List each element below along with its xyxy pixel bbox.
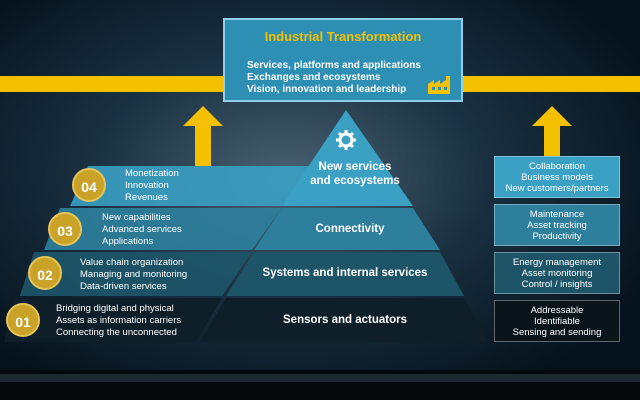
right-box-01: Addressable Identifiable Sensing and sen…: [494, 300, 620, 342]
bottom-line: [0, 374, 640, 382]
right-box-02: Energy management Asset monitoring Contr…: [494, 252, 620, 294]
factory-icon: [428, 76, 450, 94]
top-title: Industrial Transformation: [264, 29, 422, 44]
band-02-shape: [20, 252, 252, 296]
list-item: Monetization: [125, 168, 179, 179]
band-04-shape: [70, 166, 310, 206]
level-04-items: Monetization Innovation Revenues: [125, 168, 179, 204]
list-item: New capabilities: [102, 212, 171, 223]
top-line: Vision, innovation and leadership: [247, 84, 407, 95]
list-item: Advanced services: [102, 224, 182, 235]
list-item: New customers/partners: [505, 183, 609, 194]
level-03-items: New capabilities Advanced services Appli…: [102, 212, 182, 248]
band-03-shape: [44, 208, 282, 250]
list-item: Asset tracking: [527, 220, 587, 231]
list-item: Identifiable: [534, 316, 580, 327]
layer-label-03: Connectivity: [315, 223, 385, 235]
list-item: Data-driven services: [80, 281, 167, 292]
list-item: Control / insights: [521, 279, 593, 290]
pyramid-layer-1: [200, 298, 488, 342]
layer-label-line: New services: [318, 161, 392, 173]
level-badge-04: 04: [72, 168, 106, 202]
list-item: Collaboration: [529, 161, 585, 172]
level-badge-01: 01: [6, 303, 40, 337]
list-item: Innovation: [125, 180, 169, 191]
right-box-04: Collaboration Business models New custom…: [494, 156, 620, 198]
list-item: Addressable: [530, 305, 584, 316]
list-item: Value chain organization: [80, 257, 184, 268]
list-item: Maintenance: [529, 209, 585, 220]
band-01-shape: [4, 298, 222, 342]
list-item: Revenues: [125, 192, 168, 203]
list-item: Connecting the unconnected: [56, 327, 177, 338]
industrial-transformation-box: Industrial Transformation Services, plat…: [223, 18, 463, 102]
list-item: Business models: [521, 172, 593, 183]
pyramid-layer-3: [254, 208, 440, 250]
list-item: Energy management: [512, 257, 602, 268]
left-up-arrow-icon: [183, 106, 223, 166]
pyramid-layer-2: [226, 252, 464, 296]
list-item: Productivity: [532, 231, 582, 242]
layer-label-line: and ecosystems: [310, 175, 400, 187]
top-lines: Services, platforms and applications Exc…: [247, 60, 421, 96]
level-01-items: Bridging digital and physical Assets as …: [56, 303, 181, 339]
right-up-arrow-icon: [532, 106, 572, 156]
list-item: Assets as information carriers: [56, 315, 182, 326]
layer-label-01: Sensors and actuators: [283, 314, 407, 326]
layer-label-02: Systems and internal services: [262, 267, 428, 279]
list-item: Managing and monitoring: [80, 269, 188, 280]
top-line: Services, platforms and applications: [247, 60, 421, 71]
level-badge-02: 02: [28, 256, 62, 290]
gear-icon: [336, 130, 356, 150]
list-item: Bridging digital and physical: [56, 303, 174, 314]
level-badge-03: 03: [48, 212, 82, 246]
pyramid-top: [282, 110, 413, 206]
right-box-03: Maintenance Asset tracking Productivity: [494, 204, 620, 246]
list-item: Sensing and sending: [512, 327, 602, 338]
list-item: Applications: [102, 236, 154, 247]
list-item: Asset monitoring: [521, 268, 593, 279]
layer-label-04: New services and ecosystems: [300, 160, 410, 188]
top-line: Exchanges and ecosystems: [247, 72, 381, 83]
level-02-items: Value chain organization Managing and mo…: [80, 257, 187, 293]
